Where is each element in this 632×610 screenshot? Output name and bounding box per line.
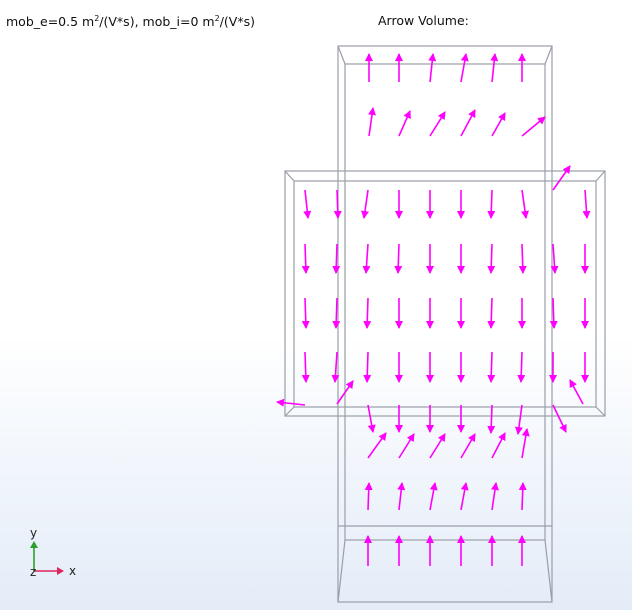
field-arrow: [429, 482, 438, 511]
field-arrow: [552, 404, 567, 433]
field-arrow: [517, 351, 526, 383]
field-arrow: [332, 297, 341, 329]
param-exp-1: 2: [94, 14, 100, 23]
field-arrow: [333, 189, 342, 219]
arrow-field: [276, 53, 591, 566]
field-arrow: [490, 53, 499, 83]
field-arrow: [460, 109, 476, 137]
geometry-edges: [284, 45, 606, 603]
field-arrow: [521, 189, 529, 219]
param-part-3: /(V*s): [219, 14, 255, 29]
field-arrow: [487, 351, 496, 383]
parameter-label: mob_e=0.5 m2/(V*s), mob_i=0 m2/(V*s): [6, 14, 255, 29]
field-arrow: [362, 243, 371, 274]
field-arrow: [491, 482, 499, 511]
field-arrow: [332, 243, 341, 274]
y-axis-label: y: [30, 526, 37, 540]
column-inner-edge: [344, 63, 546, 541]
field-arrow: [301, 351, 310, 383]
field-arrow: [487, 189, 496, 219]
field-arrow: [491, 432, 506, 459]
axes-triad: y x z: [30, 526, 76, 579]
field-arrow: [336, 380, 354, 405]
field-arrow: [363, 351, 372, 383]
field-arrow: [521, 116, 546, 137]
field-arrow: [487, 243, 496, 274]
crossbar-inner-edge: [293, 180, 597, 408]
field-arrow: [549, 297, 558, 329]
field-arrow: [582, 189, 591, 219]
field-arrow: [276, 398, 306, 407]
field-arrow: [361, 189, 369, 219]
field-arrow: [331, 351, 340, 383]
field-arrow: [398, 433, 415, 459]
field-arrow: [460, 53, 469, 83]
field-arrow: [368, 107, 376, 137]
field-arrow: [367, 404, 376, 433]
field-arrow: [521, 428, 530, 459]
field-arrow: [460, 433, 476, 459]
field-arrow: [552, 165, 571, 191]
field-arrow: [487, 297, 496, 329]
param-part-2: /(V*s), mob_i=0 m: [99, 14, 215, 29]
field-arrow: [429, 433, 446, 459]
param-part-1: mob_e=0.5 m: [6, 14, 95, 29]
crossbar-outer-edge: [284, 170, 606, 417]
plot-title: Arrow Volume:: [378, 13, 469, 28]
field-arrow: [518, 482, 527, 511]
x-axis-label: x: [69, 564, 76, 578]
field-arrow: [398, 110, 411, 137]
field-arrow: [394, 243, 403, 274]
field-arrow: [397, 482, 406, 511]
field-arrow: [301, 243, 310, 274]
field-arrow: [460, 482, 469, 511]
field-arrow: [491, 112, 506, 137]
param-exp-2: 2: [214, 14, 220, 23]
field-arrow: [429, 111, 446, 137]
field-arrow: [514, 404, 523, 435]
field-arrow: [487, 404, 496, 434]
z-axis-label: z: [30, 565, 36, 579]
field-arrow: [428, 53, 437, 83]
field-arrow: [363, 297, 372, 329]
field-arrow: [569, 379, 584, 405]
field-arrow: [550, 243, 559, 274]
field-arrow: [301, 297, 310, 329]
field-arrow: [518, 243, 527, 274]
field-arrow: [364, 482, 373, 511]
field-arrow: [303, 189, 312, 219]
field-arrow: [367, 432, 387, 459]
